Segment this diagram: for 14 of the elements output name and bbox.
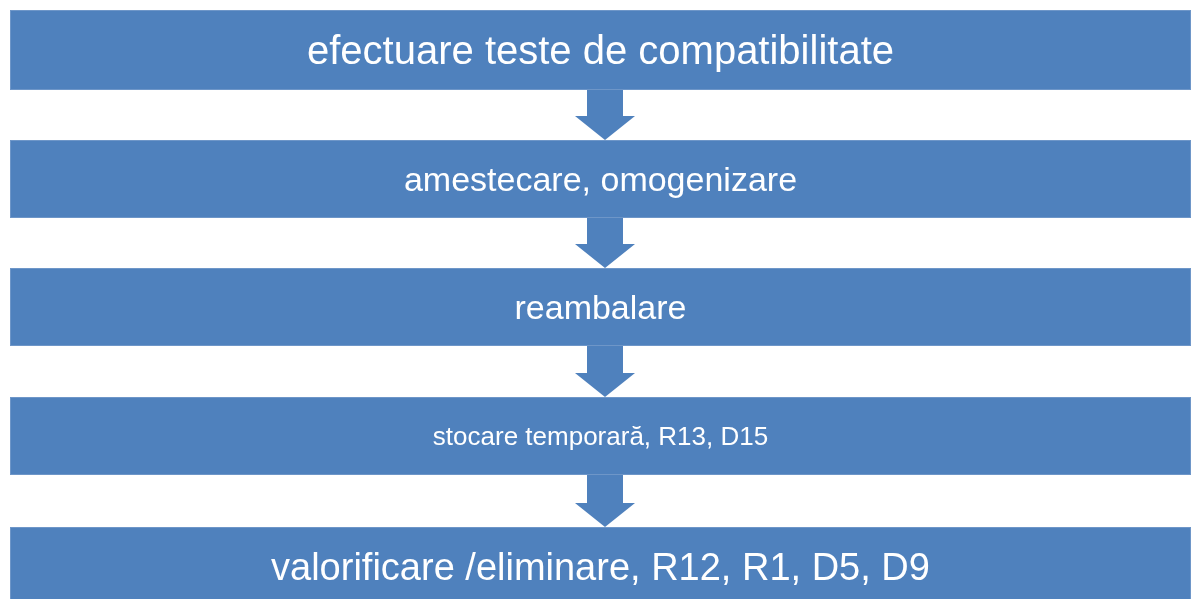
process-bar [10,10,1191,90]
block-arrow [575,475,635,527]
block-arrow [575,90,635,140]
block-arrow [575,218,635,268]
step-label: efectuare teste de compatibilitate [307,27,894,73]
step-label: reambalare [514,287,687,327]
step-label: amestecare, omogenizare [403,159,798,199]
block-arrow [575,346,635,397]
process-bar [10,397,1191,475]
step-label: stocare temporară, R13, D15 [432,420,769,452]
process-bar [10,527,1191,599]
step-label: valorificare /eliminare, R12, R1, D5, D9 [271,545,930,589]
process-bar [10,268,1191,346]
process-bar [10,140,1191,218]
